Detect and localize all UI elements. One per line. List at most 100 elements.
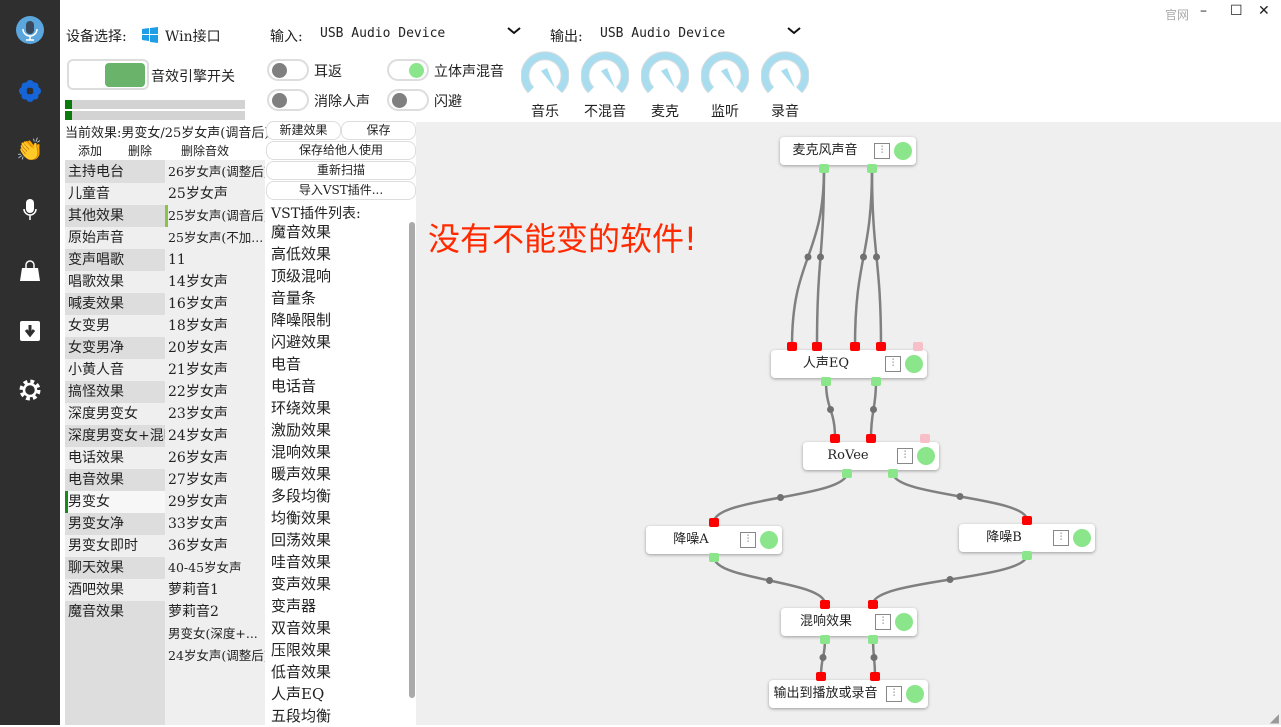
- category-item[interactable]: 女变男净: [65, 337, 165, 359]
- equalizer-icon[interactable]: ⫶: [875, 614, 891, 630]
- microphone-icon[interactable]: [15, 195, 45, 225]
- graph-node-reverb[interactable]: 混响效果⫶: [781, 608, 917, 636]
- clap-icon[interactable]: 👏: [16, 137, 44, 163]
- vst-plugin-item[interactable]: 闪避效果: [271, 333, 332, 351]
- input-pin[interactable]: [812, 342, 822, 351]
- preset-item[interactable]: 24岁女声(调整后): [168, 648, 265, 663]
- shop-bag-icon[interactable]: [15, 256, 45, 286]
- input-pin[interactable]: [866, 434, 876, 443]
- output-chevron-down-icon[interactable]: [786, 24, 802, 42]
- add-button[interactable]: 添加: [78, 144, 103, 158]
- settings-gear-icon[interactable]: [15, 375, 45, 405]
- vst-plugin-item[interactable]: 顶级混响: [271, 267, 332, 285]
- toggle-monitor[interactable]: [267, 59, 309, 81]
- output-pin[interactable]: [871, 377, 881, 386]
- equalizer-icon[interactable]: ⫶: [897, 448, 913, 464]
- category-item[interactable]: 男变女净: [65, 513, 165, 535]
- category-item[interactable]: 电话效果: [65, 447, 165, 469]
- import-vst-button[interactable]: 导入VST插件...: [266, 181, 416, 200]
- vst-plugin-item[interactable]: 均衡效果: [271, 509, 332, 527]
- category-item[interactable]: 聊天效果: [65, 557, 165, 579]
- category-item[interactable]: 小黄人音: [65, 359, 165, 381]
- output-pin[interactable]: [868, 635, 878, 644]
- vst-plugin-item[interactable]: 回荡效果: [271, 531, 332, 549]
- input-pin-unused[interactable]: [913, 342, 923, 351]
- output-device-select[interactable]: USB Audio Device: [600, 26, 726, 41]
- knob-1[interactable]: [580, 50, 630, 98]
- input-pin-unused[interactable]: [920, 434, 930, 443]
- delete-effect-button[interactable]: 删除音效: [181, 144, 230, 158]
- vst-plugin-item[interactable]: 暖声效果: [271, 465, 332, 483]
- category-item[interactable]: 喊麦效果: [65, 293, 165, 315]
- preset-item[interactable]: 男变女(深度+...: [168, 626, 258, 641]
- category-item[interactable]: 深度男变女: [65, 403, 165, 425]
- vst-plugin-item[interactable]: 双音效果: [271, 619, 332, 637]
- knob-3[interactable]: [700, 50, 750, 98]
- node-power-icon[interactable]: [1073, 529, 1091, 547]
- toggle-stereo-mix[interactable]: [387, 59, 429, 81]
- vst-plugin-item[interactable]: 激励效果: [271, 421, 332, 439]
- category-item[interactable]: 酒吧效果: [65, 579, 165, 601]
- vst-plugin-item[interactable]: 变声器: [271, 597, 317, 615]
- input-pin[interactable]: [709, 518, 719, 527]
- knob-2[interactable]: [640, 50, 690, 98]
- vst-plugin-item[interactable]: 电音: [271, 355, 302, 373]
- graph-node-nrb[interactable]: 降噪B⫶: [959, 524, 1095, 552]
- minimize-button[interactable]: –: [1200, 3, 1207, 19]
- preset-item[interactable]: 27岁女声: [168, 472, 228, 488]
- preset-item[interactable]: 18岁女声: [168, 318, 228, 334]
- preset-item[interactable]: 22岁女声: [168, 384, 228, 400]
- effect-graph-canvas[interactable]: 没有不能变的软件! 麦克风声音⫶人声EQ⫶RoVee⫶降噪A⫶降噪B⫶混响效果⫶…: [416, 122, 1281, 725]
- node-power-icon[interactable]: [895, 613, 913, 631]
- input-device-select[interactable]: USB Audio Device: [320, 26, 446, 41]
- category-item[interactable]: 唱歌效果: [65, 271, 165, 293]
- preset-item[interactable]: 21岁女声: [168, 362, 228, 378]
- input-pin[interactable]: [850, 342, 860, 351]
- category-item[interactable]: 搞怪效果: [65, 381, 165, 403]
- preset-item[interactable]: 25岁女声(调音后): [165, 205, 265, 227]
- node-power-icon[interactable]: [917, 447, 935, 465]
- vst-plugin-item[interactable]: 人声EQ: [271, 685, 325, 703]
- output-pin[interactable]: [888, 469, 898, 478]
- equalizer-icon[interactable]: ⫶: [1053, 530, 1069, 546]
- category-item[interactable]: 魔音效果: [65, 601, 165, 623]
- input-pin[interactable]: [820, 600, 830, 609]
- vst-plugin-item[interactable]: 降噪限制: [271, 311, 332, 329]
- category-item[interactable]: 其他效果: [65, 205, 165, 227]
- new-effect-button[interactable]: 新建效果: [266, 121, 341, 140]
- input-pin[interactable]: [830, 434, 840, 443]
- vst-plugin-item[interactable]: 变声效果: [271, 575, 332, 593]
- node-power-icon[interactable]: [905, 355, 923, 373]
- input-pin[interactable]: [870, 672, 880, 681]
- output-pin[interactable]: [820, 635, 830, 644]
- input-pin[interactable]: [1022, 516, 1032, 525]
- driver-select[interactable]: Win接口: [165, 29, 221, 45]
- input-chevron-down-icon[interactable]: [506, 24, 522, 42]
- category-item[interactable]: 原始声音: [65, 227, 165, 249]
- equalizer-icon[interactable]: ⫶: [885, 356, 901, 372]
- category-item[interactable]: 儿童音: [65, 183, 165, 205]
- graph-node-mic[interactable]: 麦克风声音⫶: [780, 137, 916, 165]
- vst-plugin-item[interactable]: 高低效果: [271, 245, 332, 263]
- effects-flower-icon[interactable]: [15, 76, 45, 106]
- preset-item[interactable]: 26岁女声: [168, 450, 228, 466]
- vst-plugin-item[interactable]: 魔音效果: [271, 223, 332, 241]
- graph-node-eq[interactable]: 人声EQ⫶: [771, 350, 927, 378]
- category-item[interactable]: 变声唱歌: [65, 249, 165, 271]
- delete-button[interactable]: 删除: [128, 144, 153, 158]
- input-pin[interactable]: [816, 672, 826, 681]
- official-site-link[interactable]: 官网: [1165, 8, 1190, 22]
- input-pin[interactable]: [868, 600, 878, 609]
- node-power-icon[interactable]: [894, 142, 912, 160]
- output-pin[interactable]: [819, 164, 829, 173]
- toggle-ducking[interactable]: [387, 89, 429, 111]
- vst-plugin-item[interactable]: 哇音效果: [271, 553, 332, 571]
- preset-item[interactable]: 33岁女声: [168, 516, 228, 532]
- engine-switch[interactable]: [67, 59, 149, 90]
- graph-node-nra[interactable]: 降噪A⫶: [646, 526, 782, 554]
- category-item[interactable]: 深度男变女+混响: [65, 425, 165, 447]
- category-item[interactable]: 主持电台: [65, 161, 165, 183]
- vst-plugin-item[interactable]: 低音效果: [271, 663, 332, 681]
- input-pin[interactable]: [876, 342, 886, 351]
- node-power-icon[interactable]: [906, 685, 924, 703]
